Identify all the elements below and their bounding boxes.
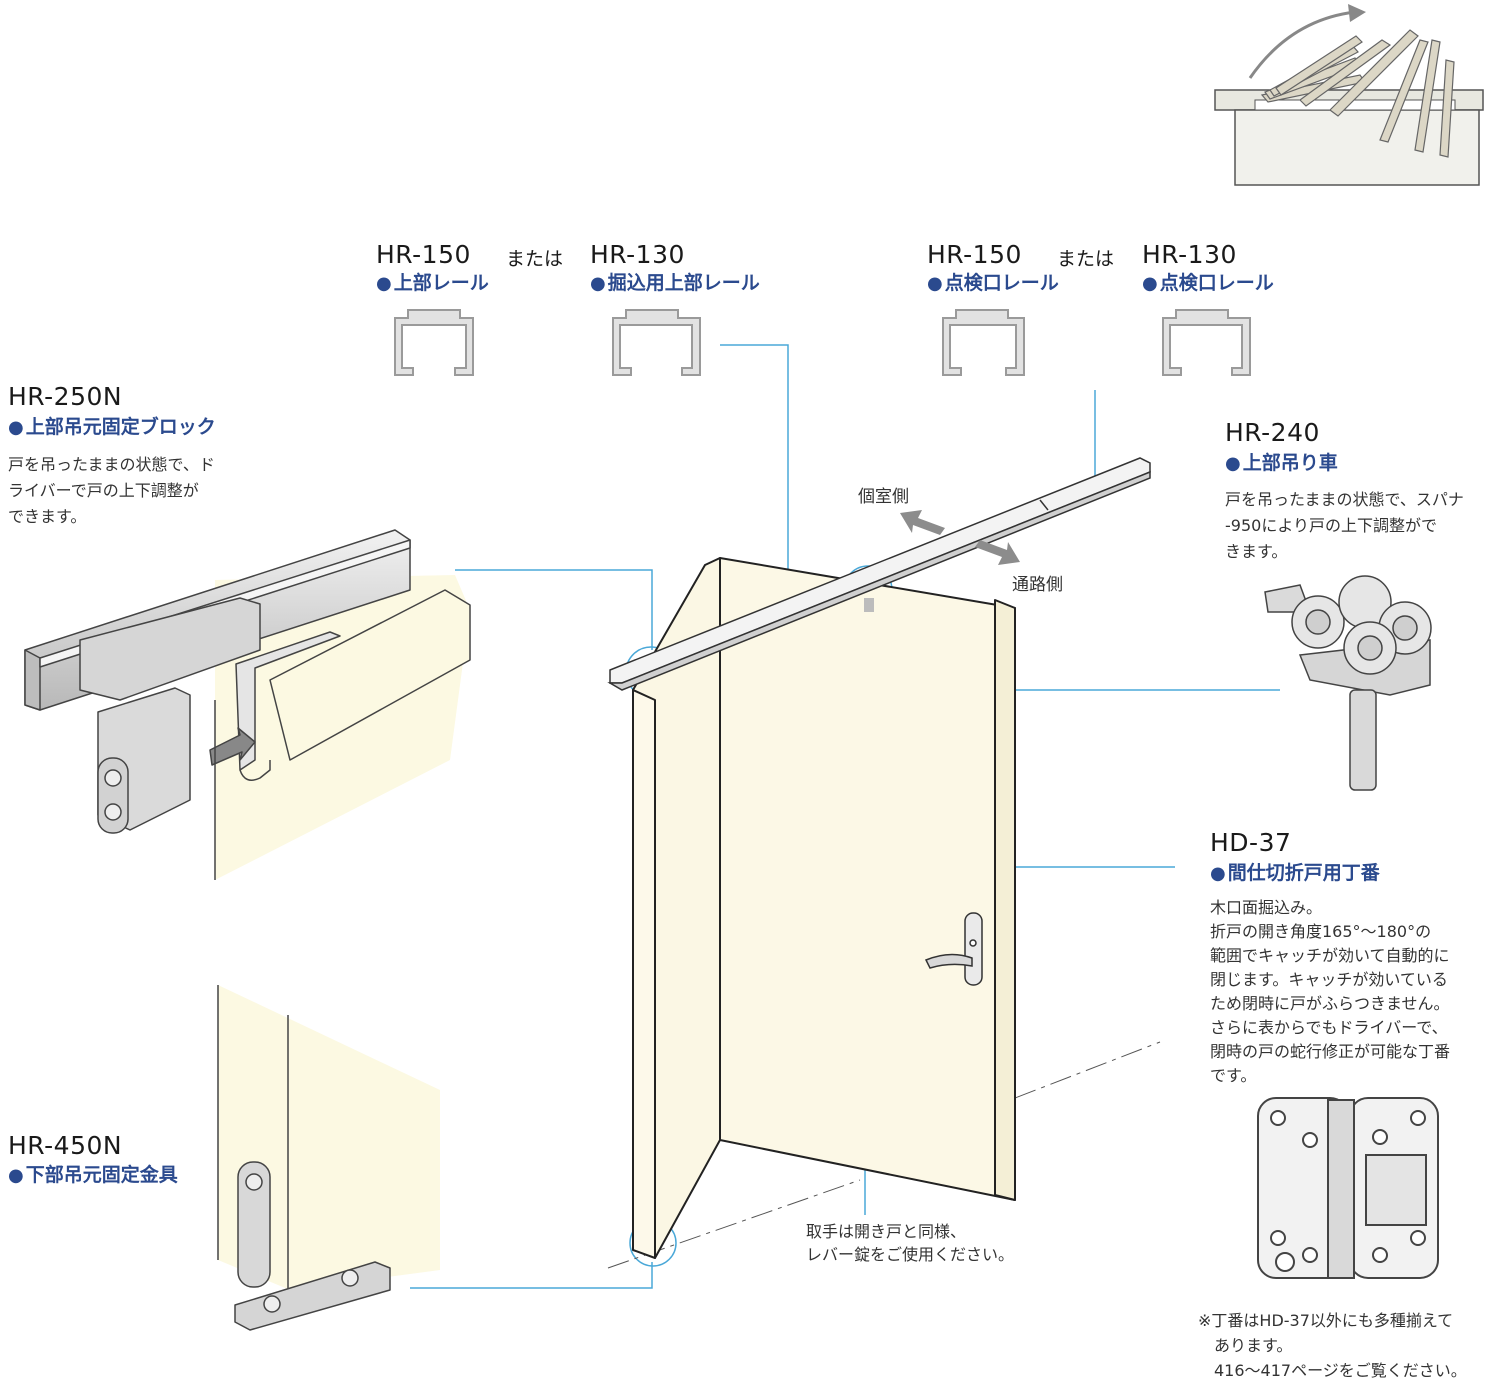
rail-section-hr150 <box>394 309 474 376</box>
roller-stub <box>864 598 874 612</box>
part-code-hr250n: HR-250N <box>8 382 123 411</box>
part-name-hr450n: ●下部吊元固定金具 <box>8 1164 178 1186</box>
top-rail <box>607 457 1151 691</box>
rail-code-hr130-recessed: HR-130 <box>590 240 685 269</box>
bullet-icon: ● <box>590 273 606 294</box>
bullet-icon: ● <box>1142 273 1158 294</box>
rail-section-hr150-inspection <box>942 309 1025 376</box>
handle-note: 取手は開き戸と同様、 レバー錠をご使用ください。 <box>806 1222 1015 1264</box>
rail-name-top: ●上部レール <box>376 272 489 294</box>
label-corridor-side: 通路側 <box>1012 575 1063 595</box>
part-desc-hd37: 木口面掘込み。 折戸の開き角度165°～180°の 範囲でキャッチが効いて自動的… <box>1210 898 1451 1085</box>
hr450n-illustration <box>217 985 440 1331</box>
or-label-1: または <box>506 248 564 270</box>
bullet-icon: ● <box>8 1165 24 1186</box>
or-label-2: または <box>1057 248 1115 270</box>
hd37-illustration <box>1257 1097 1439 1279</box>
rail-section-hr130-recessed <box>612 309 701 376</box>
part-code-hd37: HD-37 <box>1210 828 1292 857</box>
part-name-hr250n: ●上部吊元固定ブロック <box>8 416 216 438</box>
hr250n-illustration <box>24 529 471 880</box>
label-room-side: 個室側 <box>858 487 909 507</box>
rail-sections <box>394 309 1251 376</box>
door-swing-illustration <box>1214 4 1484 186</box>
bullet-icon: ● <box>927 273 943 294</box>
rail-name-inspection-130: ●点検口レール <box>1142 272 1274 294</box>
part-code-hr240: HR-240 <box>1225 418 1320 447</box>
rail-name-inspection-150: ●点検口レール <box>927 272 1059 294</box>
hr240-illustration <box>1264 575 1432 791</box>
part-desc-hr240: 戸を吊ったままの状態で、スパナ -950により戸の上下調整がで きます。 <box>1225 490 1464 561</box>
part-name-hr240: ●上部吊り車 <box>1225 452 1338 474</box>
bullet-icon: ● <box>376 273 392 294</box>
rail-code-hr150-inspection: HR-150 <box>927 240 1022 269</box>
rail-code-hr150-top: HR-150 <box>376 240 471 269</box>
part-name-hd37: ●間仕切折戸用丁番 <box>1210 862 1380 884</box>
side-arrows <box>900 510 1020 565</box>
hinge-footnote: ※丁番はHD-37以外にも多種揃えて あります。 416～417ページをご覧くだ… <box>1198 1311 1467 1380</box>
part-code-hr450n: HR-450N <box>8 1131 123 1160</box>
folding-door <box>632 557 1016 1259</box>
rail-section-hr130-inspection <box>1162 309 1251 376</box>
rail-code-hr130-inspection: HR-130 <box>1142 240 1237 269</box>
bullet-icon: ● <box>1210 863 1226 884</box>
bullet-icon: ● <box>8 417 24 438</box>
rail-name-recessed: ●掘込用上部レール <box>590 272 760 294</box>
lever-handle <box>924 912 983 986</box>
part-desc-hr250n: 戸を吊ったままの状態で、ド ライバーで戸の上下調整が できます。 <box>8 455 215 526</box>
bullet-icon: ● <box>1225 453 1241 474</box>
